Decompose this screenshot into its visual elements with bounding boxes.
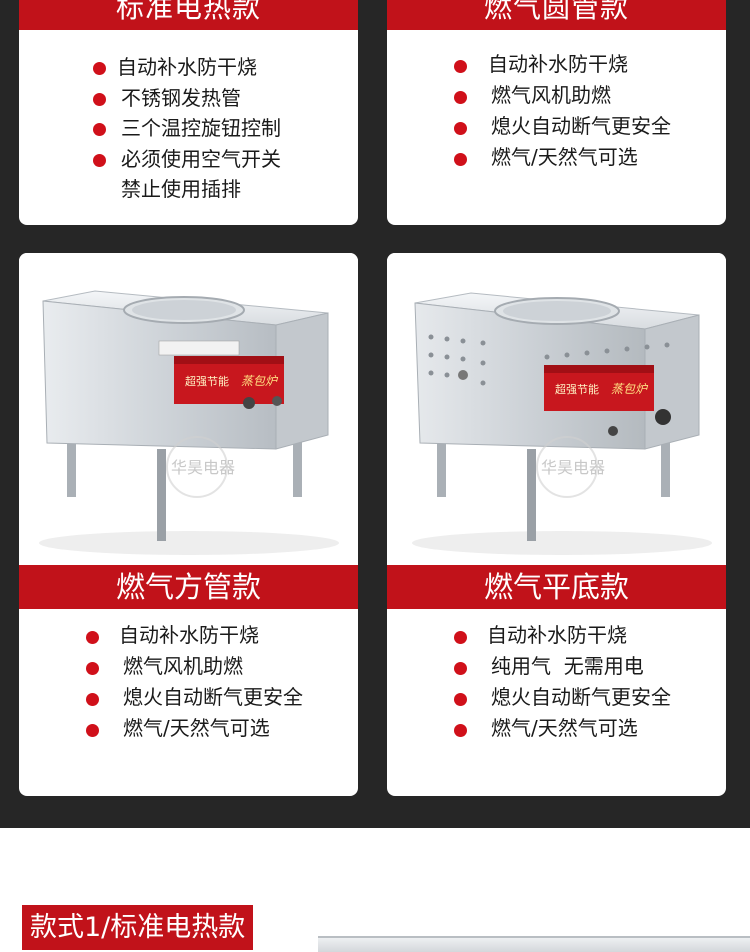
bullet-icon: [86, 662, 99, 675]
card-title: 燃气圆管款: [387, 0, 726, 30]
card-standard-electric: 标准电热款 自动补水防干烧 不锈钢发热管 三个温控旋钮控制 必须使用空气开关 禁…: [19, 0, 358, 225]
badge-text: 超强节能: [555, 382, 599, 396]
product-photo-partial: [318, 936, 750, 952]
bullet-icon: [454, 153, 467, 166]
card-gas-flat-bottom: 超强节能 蒸包炉 华昊电器 燃气平底款 自动补水防干烧 纯用气 无需用电 熄火自…: [387, 253, 726, 796]
card-title: 燃气平底款: [387, 565, 726, 609]
card-title: 标准电热款: [19, 0, 358, 30]
card-title: 燃气方管款: [19, 565, 358, 609]
bullet-icon: [86, 693, 99, 706]
bullet-icon: [454, 631, 467, 644]
product-photo: 超强节能 蒸包炉 华昊电器: [19, 253, 358, 565]
product-photo: 超强节能 蒸包炉 华昊电器: [387, 253, 726, 565]
bullet-icon: [93, 153, 106, 167]
bullet-icon: [86, 631, 99, 644]
bullet-icon: [454, 693, 467, 706]
badge-text: 超强节能: [185, 374, 229, 388]
bullet-icon: [454, 724, 467, 737]
card-gas-square-tube: 超强节能 蒸包炉 华昊电器 燃气方管款 自动补水防干烧 燃气风机助燃 熄火自动断…: [19, 253, 358, 796]
bullet-icon: [93, 62, 106, 75]
brand-text: 蒸包炉: [611, 382, 649, 396]
bullet-icon: [86, 724, 99, 737]
watermark-text: 华昊电器: [541, 458, 605, 477]
bullet-icon: [93, 92, 106, 106]
bullet-icon: [454, 91, 467, 104]
steamer-electric-image: 超强节能 蒸包炉 华昊电器: [39, 290, 339, 555]
style-label: 款式1/标准电热款: [22, 905, 254, 950]
bullet-icon: [454, 662, 467, 675]
bullet-icon: [454, 122, 467, 135]
steamer-gas-image: 超强节能 蒸包炉 华昊电器: [412, 292, 712, 555]
card-gas-round-tube: 燃气圆管款 自动补水防干烧 燃气风机助燃 熄火自动断气更安全 燃气/天然气可选: [387, 0, 726, 225]
bullet-icon: [454, 60, 467, 73]
watermark-text: 华昊电器: [171, 458, 235, 477]
brand-text: 蒸包炉: [241, 374, 279, 388]
bullet-icon: [93, 123, 106, 136]
